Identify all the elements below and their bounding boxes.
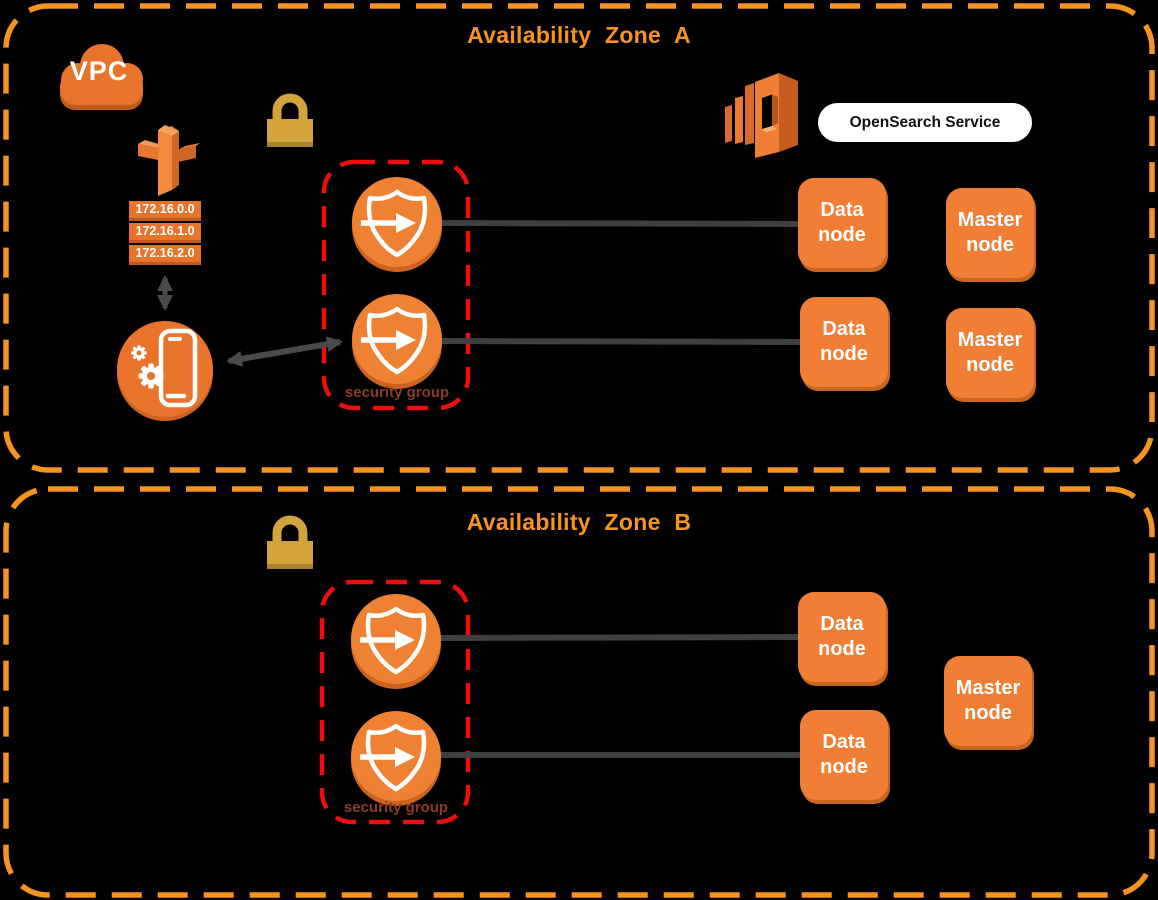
zone-b-border [3, 486, 1155, 898]
vpc-router-icon [138, 125, 200, 196]
connector-zone-a-2 [439, 338, 803, 345]
subnet-cidr-3: 172.16.2.0 [129, 245, 201, 265]
security-group-b-border [319, 579, 471, 825]
data-node-a1: Data node [798, 178, 886, 268]
eni-shield-icon-b2 [351, 711, 441, 806]
subnet-cidr-2: 172.16.1.0 [129, 223, 201, 243]
master-node-a2: Master node [946, 308, 1034, 398]
opensearch-service-pill: OpenSearch Service [818, 103, 1032, 142]
data-node-b1: Data node [798, 592, 886, 682]
connector-zone-a-1 [439, 220, 801, 227]
eni-shield-icon-a1 [352, 177, 442, 272]
security-group-b-label: security group [343, 799, 449, 816]
security-group-a-label: security group [344, 384, 450, 401]
subnet-cidr-1: 172.16.0.0 [129, 201, 201, 221]
eni-shield-icon-a2 [352, 294, 442, 389]
client-app-icon [117, 321, 213, 421]
app-securitygroup-arrow [226, 336, 343, 367]
zone-a-title: Availability Zone A [467, 22, 691, 48]
master-node-a1: Master node [946, 188, 1034, 278]
data-node-a2: Data node [800, 297, 888, 387]
master-node-b1: Master node [944, 656, 1032, 746]
eni-shield-icon-b1 [351, 594, 441, 689]
vpc-label: VPC [69, 56, 129, 86]
zone-a-border [3, 3, 1155, 473]
opensearch-service-icon [725, 73, 798, 158]
vpc-cloud-icon [60, 44, 143, 110]
zone-b-title: Availability Zone B [466, 509, 692, 535]
lock-icon-zone-a [267, 98, 313, 147]
security-group-a-border [321, 159, 471, 411]
data-node-b2: Data node [800, 710, 888, 800]
connector-zone-b-1 [438, 634, 801, 641]
